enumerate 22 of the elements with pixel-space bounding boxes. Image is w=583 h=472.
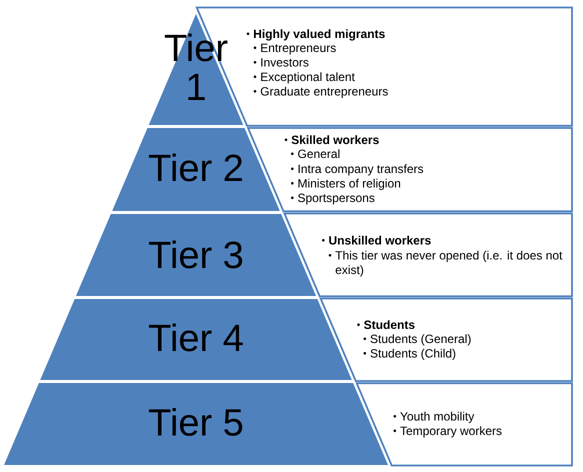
list-heading: Highly valued migrants — [254, 29, 385, 41]
list-item: Students (Child) — [370, 348, 456, 360]
list-item: Intra company transfers — [298, 164, 424, 176]
list-item: Youth mobility — [400, 412, 474, 423]
list-item: Graduate entrepreneurs — [260, 86, 388, 98]
list-item: Exceptional talent — [261, 72, 355, 84]
list-item: Students (General) — [370, 334, 471, 346]
list-heading: Skilled workers — [292, 135, 379, 144]
list-heading: Unskilled workers — [329, 236, 431, 245]
list-item: Sportspersons — [298, 194, 374, 204]
list-item: Ministers of religion — [298, 178, 400, 190]
pyramid-tier: Tier 1 — [148, 14, 244, 125]
list-item: This tier was never opened (i.e. it does not exist) — [335, 250, 562, 276]
list-item: General — [298, 149, 340, 158]
pyramid-tier: Tier 3 — [76, 214, 316, 296]
pyramid-tier: Tier 5 — [4, 383, 388, 465]
pyramid-tier: Tier 2 — [112, 128, 280, 211]
list-item: Temporary workers — [400, 426, 502, 438]
list-item: Investors — [261, 58, 308, 67]
list-item: Entrepreneurs — [261, 44, 336, 54]
pyramid-tier: Tier 4 — [40, 299, 352, 380]
list-heading: Students — [364, 320, 415, 330]
